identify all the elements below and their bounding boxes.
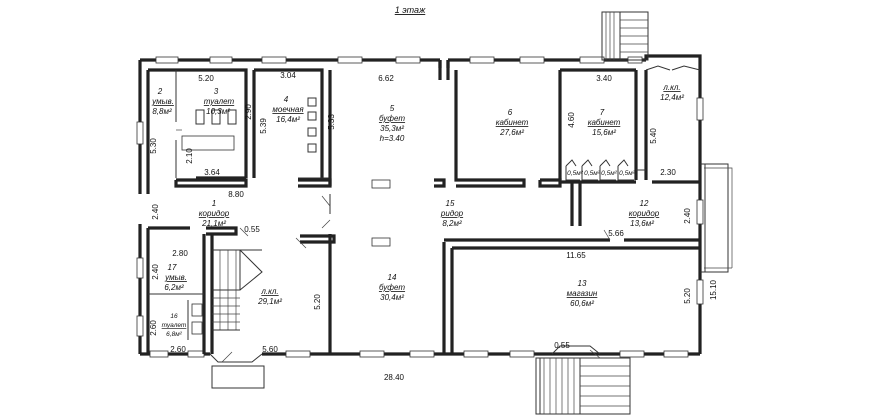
room-17-name: умыв. (164, 273, 187, 282)
room-15-num: 15 (446, 199, 455, 208)
dim-5-60: 5.60 (262, 345, 278, 354)
dim-5-30: 5.30 (149, 138, 158, 154)
room-16-area: 6,8м² (166, 331, 182, 338)
room-2-area: 8,8м² (152, 107, 172, 116)
dim-3-40: 3.40 (596, 74, 612, 83)
room-3-num: 3 (214, 87, 219, 96)
room-6-area: 27,6м² (499, 128, 524, 137)
room-5-name: буфет (379, 114, 405, 123)
dim-11-65: 11.65 (566, 251, 586, 260)
room-5-area: 35,3м² (380, 124, 404, 133)
room-3-area: 10,3м² (206, 107, 230, 116)
dim-5-20-right: 5.20 (683, 288, 692, 304)
room-13-num: 13 (578, 279, 587, 288)
closet-1-area: 0,5м² (567, 170, 583, 177)
room-12-name: коридор (629, 209, 660, 218)
room-6-name: кабинет (496, 118, 529, 127)
dim-3-64: 3.64 (204, 168, 220, 177)
dim-2-40-left: 2.40 (151, 204, 160, 220)
stair-tower-area: 12,4м² (660, 93, 684, 102)
dim-2-80: 2.80 (172, 249, 188, 258)
inner-stair-name: л.кл. (260, 287, 278, 296)
room-13-name: магазин (567, 289, 598, 298)
dim-0-55-bottom: 0.55 (554, 341, 570, 350)
room-7-name: кабинет (588, 118, 621, 127)
dim-3-04: 3.04 (280, 71, 296, 80)
dim-4-60: 4.60 (567, 112, 576, 128)
room-3-name: туалет (204, 97, 235, 106)
dim-5-20: 5.20 (198, 74, 214, 83)
dim-8-80: 8.80 (228, 190, 244, 199)
room-12-area: 13,6м² (630, 219, 654, 228)
dim-2-60-left: 2.60 (149, 320, 158, 336)
room-5-num: 5 (390, 104, 395, 113)
dim-6-62: 6.62 (378, 74, 394, 83)
room-1-num: 1 (212, 199, 216, 208)
toilet-fixtures (195, 97, 317, 153)
room-14-area: 30,4м² (380, 293, 404, 302)
dim-2-60-bottom: 2.60 (170, 345, 186, 354)
bottom-stair (535, 345, 631, 415)
dim-5-39: 5.39 (259, 118, 268, 134)
dim-5-20-mid: 5.20 (313, 294, 322, 310)
closet-2-area: 0,5м² (584, 170, 600, 177)
room-6-num: 6 (508, 108, 513, 117)
dim-28-40: 28.40 (384, 373, 405, 382)
room-labels: 2 умыв. 8,8м² 3 туалет 10,3м² 4 моечная … (151, 83, 684, 338)
room-13-area: 60,6м² (570, 299, 594, 308)
closet-3-area: 0,5м² (601, 170, 617, 177)
dimension-labels: 5.20 3.04 6.62 3.40 2.90 5.39 5.33 4.60 … (149, 71, 718, 382)
room-5-height: h=3.40 (380, 134, 405, 143)
room-7-num: 7 (600, 108, 605, 117)
dim-5-33: 5.33 (327, 114, 336, 130)
dim-2-40-right: 2.40 (683, 208, 692, 224)
room-15-name: ридор (440, 209, 464, 218)
room-4-area: 16,4м² (276, 115, 300, 124)
room-1-name: коридор (199, 209, 230, 218)
dim-0-55-top: 0.55 (244, 225, 260, 234)
stair-tower-name: л.кл. (662, 83, 680, 92)
room-17-num: 17 (168, 263, 177, 272)
dim-2-30: 2.30 (660, 168, 676, 177)
room-7-area: 15,6м² (592, 128, 616, 137)
interior-walls (146, 60, 701, 354)
closet-4-area: 0,5м² (619, 170, 635, 177)
dim-2-90: 2.90 (244, 104, 253, 120)
dim-5-66: 5.66 (608, 229, 624, 238)
top-right-stair (601, 11, 649, 61)
room-16-num: 16 (170, 313, 178, 320)
room-12-num: 12 (640, 199, 649, 208)
room-16-name: туалет (162, 322, 187, 329)
dim-2-10: 2.10 (185, 148, 194, 164)
room-4-num: 4 (284, 95, 289, 104)
room-2-num: 2 (157, 87, 163, 96)
side-windows (136, 97, 704, 337)
inner-stair-area: 29,1м² (257, 297, 282, 306)
floor-title: 1 этаж (395, 5, 426, 15)
dim-2-40-lower: 2.40 (151, 264, 160, 280)
room-4-name: моечная (272, 105, 304, 114)
dim-5-40: 5.40 (649, 128, 658, 144)
bottom-left-porch (209, 351, 265, 389)
room-15-area: 8,2м² (442, 219, 462, 228)
room-14-num: 14 (388, 273, 397, 282)
room-17-area: 6,2м² (164, 283, 184, 292)
dim-15-10: 15.10 (709, 279, 718, 300)
room-14-name: буфет (379, 283, 405, 292)
room-1-area: 21,1м² (201, 219, 226, 228)
right-platform (700, 163, 733, 273)
bottom-windows (149, 350, 689, 358)
room-2-name: умыв. (151, 97, 174, 106)
